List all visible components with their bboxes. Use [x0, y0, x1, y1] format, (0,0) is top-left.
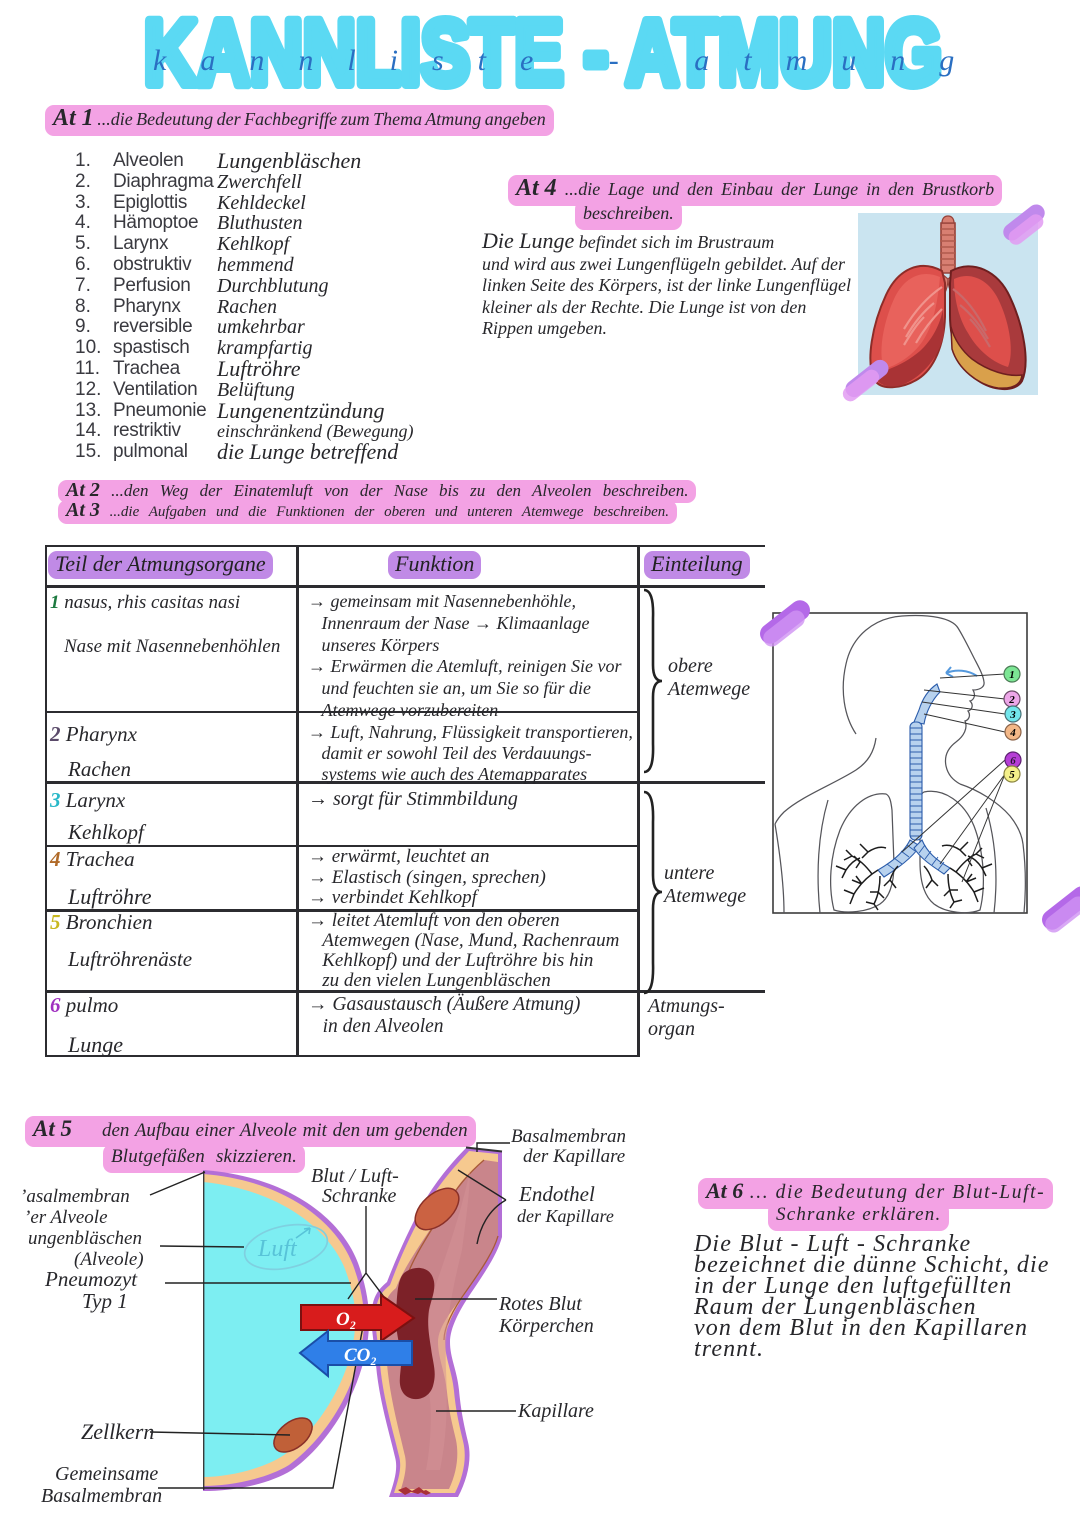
svg-text:KANNLISTE - ATMUNG: KANNLISTE - ATMUNG	[144, 2, 942, 104]
svg-text:Luft: Luft	[257, 1236, 298, 1262]
svg-text:2: 2	[1008, 694, 1015, 706]
svg-text:5: 5	[1009, 769, 1015, 781]
svg-text:O₂: O₂	[336, 1309, 356, 1330]
svg-text:4: 4	[1009, 727, 1016, 739]
svg-text:1: 1	[1009, 669, 1015, 681]
svg-text:CO₂: CO₂	[344, 1345, 377, 1366]
svg-text:6: 6	[1010, 755, 1016, 767]
svg-text:3: 3	[1009, 709, 1016, 721]
